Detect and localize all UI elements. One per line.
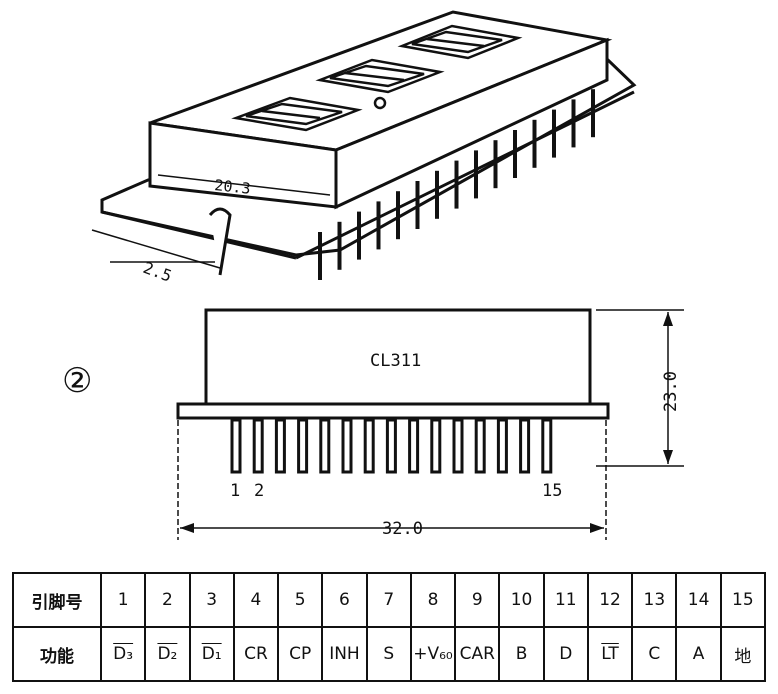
pin-function-cell: A: [675, 626, 722, 682]
pin-number-cell: 10: [498, 572, 545, 628]
pin-number-cell: 4: [232, 572, 280, 628]
front-pin: [519, 418, 531, 474]
pin-number-cell: 13: [631, 572, 678, 628]
front-pin: [252, 418, 264, 474]
pin-function-cell: INH: [321, 626, 368, 682]
front-pin: [230, 418, 242, 474]
height-dimension-label: 23.0: [661, 371, 681, 412]
pin-number-cell: 1: [99, 572, 147, 628]
pin-number-cell: 11: [542, 572, 589, 628]
front-pin: [363, 418, 375, 474]
pin-label-last: 15: [542, 481, 562, 501]
pin-function-cell: C: [631, 626, 678, 682]
front-pin: [385, 418, 397, 474]
pin-function-cell: 地: [719, 626, 767, 682]
digit-outline-2: [315, 58, 445, 94]
digit-outline-3: [397, 24, 523, 60]
figure-marker: ②: [62, 361, 92, 401]
decimal-dot: [373, 96, 387, 110]
chip-model-label: CL311: [370, 351, 421, 371]
pin-function-cell: CP: [277, 626, 324, 682]
front-pins: [230, 418, 553, 474]
pin-function-cell: D₃: [99, 626, 147, 682]
pin-label-first: 1: [230, 481, 240, 501]
pin-number-cell: 6: [321, 572, 368, 628]
pin-function-cell: CAR: [454, 626, 501, 682]
pin-number-cell: 15: [719, 572, 767, 628]
display-right-face: [334, 37, 609, 210]
pin-number-cell: 8: [409, 572, 457, 628]
isometric-view: [91, 10, 637, 280]
pin-pitch-leader: [208, 207, 232, 276]
front-pin: [274, 418, 286, 474]
front-carrier-board: [176, 402, 610, 420]
pin-function-cell: LT: [586, 626, 634, 682]
pin-function-cell: D: [542, 626, 589, 682]
pin-label-second: 2: [254, 481, 264, 501]
isometric-pins: [318, 89, 595, 280]
front-pin: [341, 418, 353, 474]
front-view: [176, 308, 684, 540]
front-pin: [541, 418, 553, 474]
chip-drawing: 20.3 2.5 ② CL311 23.0 32.0 1 2 15: [62, 10, 684, 540]
pin-function-cell: B: [498, 626, 545, 682]
pin-number-cell: 9: [454, 572, 501, 628]
pin-number-cell: 14: [675, 572, 722, 628]
pin-number-cell: 5: [277, 572, 324, 628]
front-display-body: [204, 308, 592, 408]
pin-number-header: 引脚号: [12, 572, 102, 628]
front-pin: [474, 418, 486, 474]
pin-function-cell: +V₆₀: [409, 626, 457, 682]
front-pin: [319, 418, 331, 474]
pin-function-cell: CR: [232, 626, 280, 682]
width-dimension-label: 20.3: [214, 176, 252, 198]
pin-function-cell: S: [365, 626, 412, 682]
pin-number-cell: 7: [365, 572, 412, 628]
pin-function-header: 功能: [12, 626, 102, 682]
front-pin: [408, 418, 420, 474]
front-pin: [452, 418, 464, 474]
length-dimension-label: 32.0: [382, 519, 423, 539]
pin-number-cell: 2: [144, 572, 191, 628]
digit-outline-1: [231, 96, 363, 132]
pin-function-cell: D₂: [144, 626, 191, 682]
front-pin: [496, 418, 508, 474]
front-pin: [430, 418, 442, 474]
pin-number-cell: 12: [586, 572, 634, 628]
front-pin: [297, 418, 309, 474]
pin-function-cell: D₁: [188, 626, 235, 682]
pin-number-cell: 3: [188, 572, 235, 628]
